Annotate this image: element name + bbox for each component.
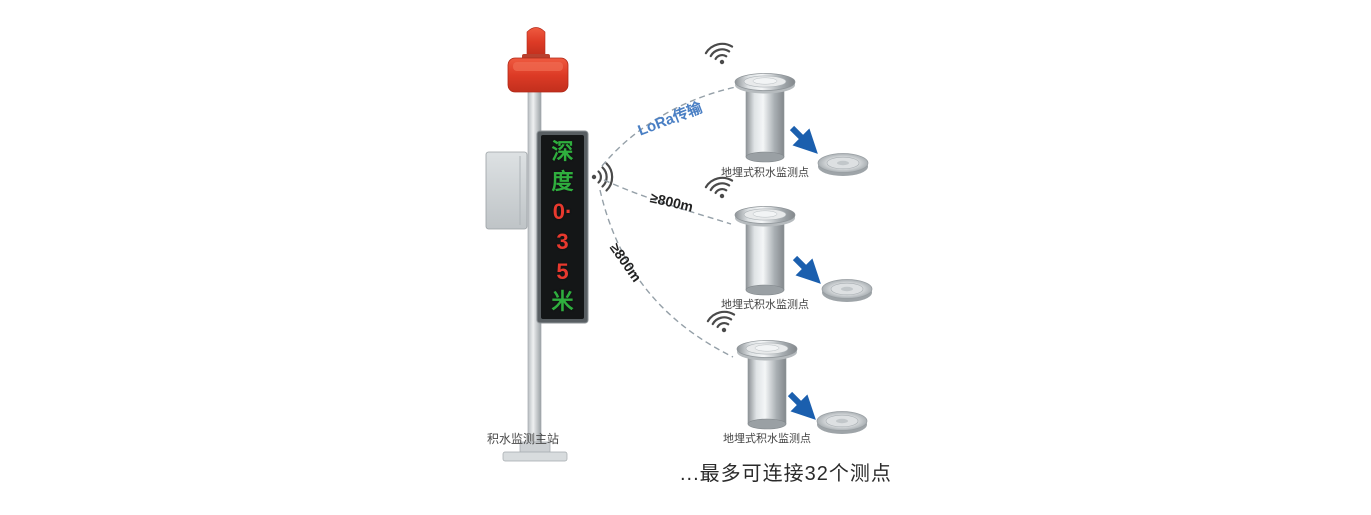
sensor-3-wifi-icon (705, 308, 739, 337)
display-char-5: 5 (556, 259, 569, 284)
sensor-1-wifi-icon (703, 40, 737, 69)
station-base-plate (502, 451, 568, 462)
display-char-3: 0· (552, 199, 573, 224)
buried-sensor-2 (734, 206, 796, 296)
led-display-text: 深 度 0· 3 5 米 (541, 135, 584, 319)
buried-sensor-3 (736, 340, 798, 430)
install-arrow-1 (789, 125, 818, 154)
display-char-6: 米 (551, 289, 574, 314)
install-arrow-2 (792, 255, 821, 284)
link-curve-3 (599, 189, 734, 358)
alarm-beacon-light (526, 27, 546, 57)
max-points-note: ...最多可连接32个测点 (680, 463, 892, 485)
display-char-4: 3 (556, 229, 569, 254)
display-char-1: 深 (551, 139, 574, 164)
sensor-3-label: 地埋式积水监测点 (723, 433, 811, 445)
link-curve-2 (603, 179, 732, 225)
led-display-screen (541, 135, 584, 319)
link-curve-1 (601, 86, 737, 167)
install-arrow-3 (787, 391, 816, 420)
sensor-2-label: 地埋式积水监测点 (721, 299, 809, 311)
display-char-2: 度 (551, 169, 574, 194)
buried-sensor-1 (734, 73, 796, 163)
main-station-label: 积水监测主站 (487, 432, 560, 446)
control-box (485, 151, 528, 230)
alarm-horn-highlight (513, 62, 563, 71)
sensor-1-label: 地埋式积水监测点 (721, 167, 809, 179)
station-signal-icon (590, 162, 614, 192)
disc-sensor-2 (821, 279, 873, 303)
